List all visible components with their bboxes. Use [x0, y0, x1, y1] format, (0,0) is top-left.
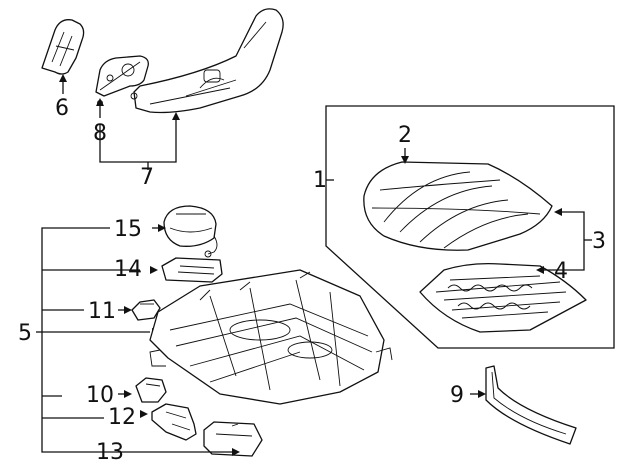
- callout-12: 12: [108, 405, 136, 430]
- part-10-actuator[interactable]: [135, 377, 167, 403]
- part-15-motor[interactable]: [163, 205, 218, 258]
- part-5-seat-frame[interactable]: [149, 269, 393, 405]
- callout-7: 7: [140, 165, 154, 190]
- part-13-control-unit[interactable]: [203, 421, 263, 457]
- part-7-side-shield[interactable]: [130, 8, 284, 114]
- callout-6: 6: [55, 96, 69, 121]
- part-2-cushion-cover[interactable]: [363, 161, 553, 251]
- callout-14: 14: [114, 257, 142, 282]
- callout-11: 11: [88, 299, 116, 324]
- part-9-trim-strip[interactable]: [485, 365, 577, 445]
- part-12-motor[interactable]: [151, 403, 197, 441]
- part-11-switch[interactable]: [131, 299, 161, 321]
- callout-9: 9: [450, 383, 464, 408]
- part-6-trim-cover[interactable]: [41, 19, 85, 75]
- callout-15: 15: [114, 217, 142, 242]
- callout-1: 1: [313, 168, 327, 193]
- callout-4: 4: [554, 259, 568, 284]
- callout-2: 2: [398, 123, 412, 148]
- callout-8: 8: [93, 121, 107, 146]
- part-14-module[interactable]: [161, 257, 223, 283]
- callout-5: 5: [18, 321, 32, 346]
- callout-10: 10: [86, 383, 114, 408]
- callout-3: 3: [592, 229, 606, 254]
- part-4-seat-pad[interactable]: [419, 262, 587, 333]
- callout-13: 13: [96, 440, 124, 465]
- part-8-bracket[interactable]: [95, 55, 149, 97]
